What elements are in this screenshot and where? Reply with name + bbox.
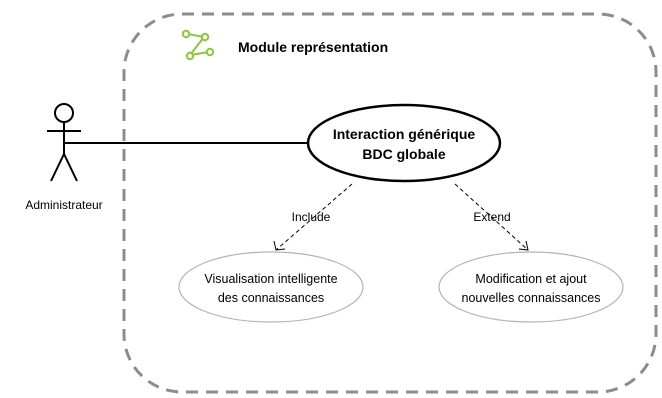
use-case-visualisation-line1: Visualisation intelligente (204, 272, 337, 286)
use-case-modification-line1: Modification et ajout (475, 272, 587, 286)
use-case-main[interactable] (306, 103, 502, 183)
module-title: Module représentation (238, 39, 388, 55)
use-case-main-line1: Interaction générique (333, 126, 476, 142)
use-case-main-line2: BDC globale (362, 146, 445, 162)
use-case-modification-line2: nouvelles connaissances (462, 291, 601, 305)
use-case-visualisation-line2: des connaissances (218, 291, 324, 305)
use-case-modification[interactable] (438, 251, 624, 323)
include-relation (273, 183, 353, 251)
extend-relation (454, 183, 529, 251)
include-label: Include (292, 210, 331, 224)
system-boundary (122, 12, 658, 394)
stick-figure-icon (47, 103, 81, 182)
extend-label: Extend (473, 210, 510, 224)
actor-name: Administrateur (25, 198, 102, 212)
module-component-icon (181, 29, 215, 61)
use-case-visualisation[interactable] (178, 251, 364, 323)
